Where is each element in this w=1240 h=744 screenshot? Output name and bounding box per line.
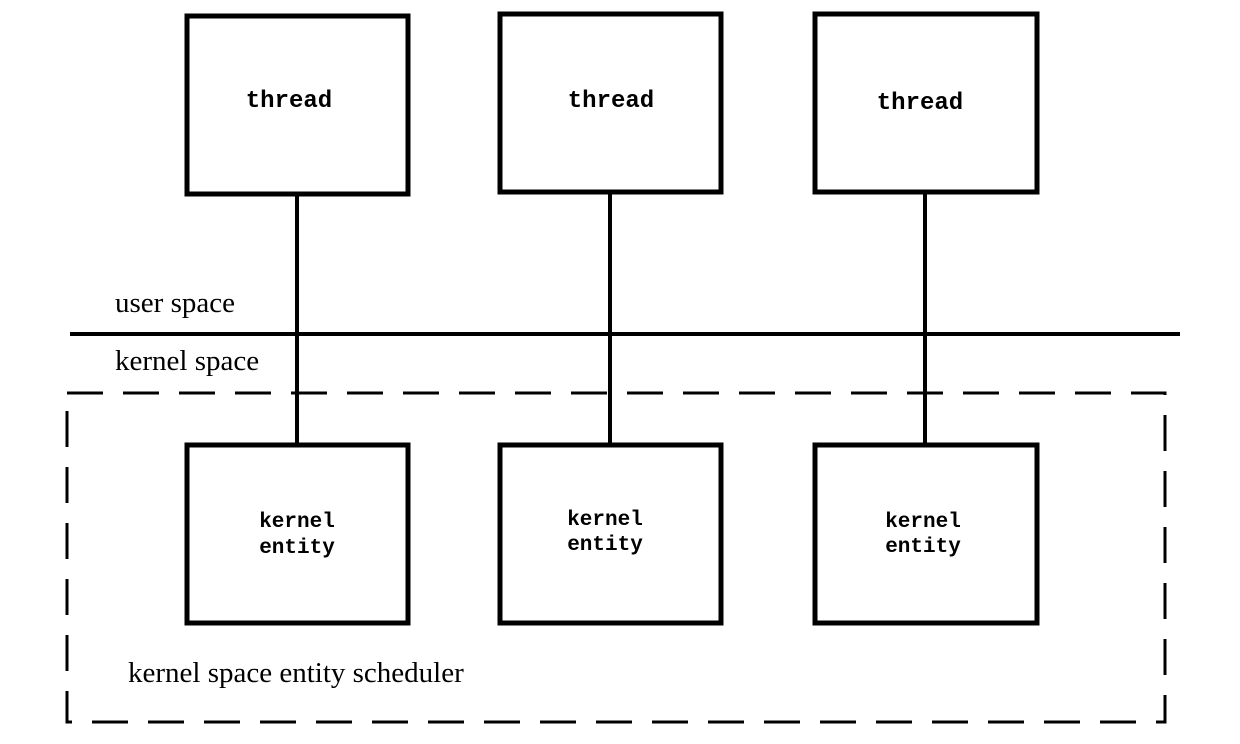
- kernel-entity-1-box: kernel entity: [184, 442, 411, 626]
- thread-2-box: thread: [497, 11, 724, 195]
- thread-2-label: thread: [568, 88, 654, 115]
- thread-3-box: thread: [812, 11, 1040, 195]
- user-space-label: user space: [115, 287, 235, 319]
- kernel-entity-3-box: kernel entity: [812, 442, 1040, 626]
- kernel-entity-1-label-line2: entity: [259, 537, 335, 560]
- kernel-entity-2-label-line1: kernel: [567, 509, 643, 532]
- thread-1-box: thread: [184, 13, 411, 197]
- kernel-scheduler-region: [65, 391, 1167, 724]
- kernel-entity-3-label-line2: entity: [885, 536, 961, 559]
- thread-3-label: thread: [877, 90, 963, 117]
- kernel-scheduler-label: kernel space entity scheduler: [128, 657, 464, 689]
- kernel-space-label: kernel space: [115, 345, 259, 377]
- kernel-entity-1-label-line1: kernel: [259, 511, 335, 534]
- kernel-entity-3-label-line1: kernel: [885, 511, 961, 534]
- kernel-entity-2-label-line2: entity: [567, 534, 643, 557]
- kernel-entity-2-box: kernel entity: [497, 442, 724, 626]
- thread-1-label: thread: [246, 88, 332, 115]
